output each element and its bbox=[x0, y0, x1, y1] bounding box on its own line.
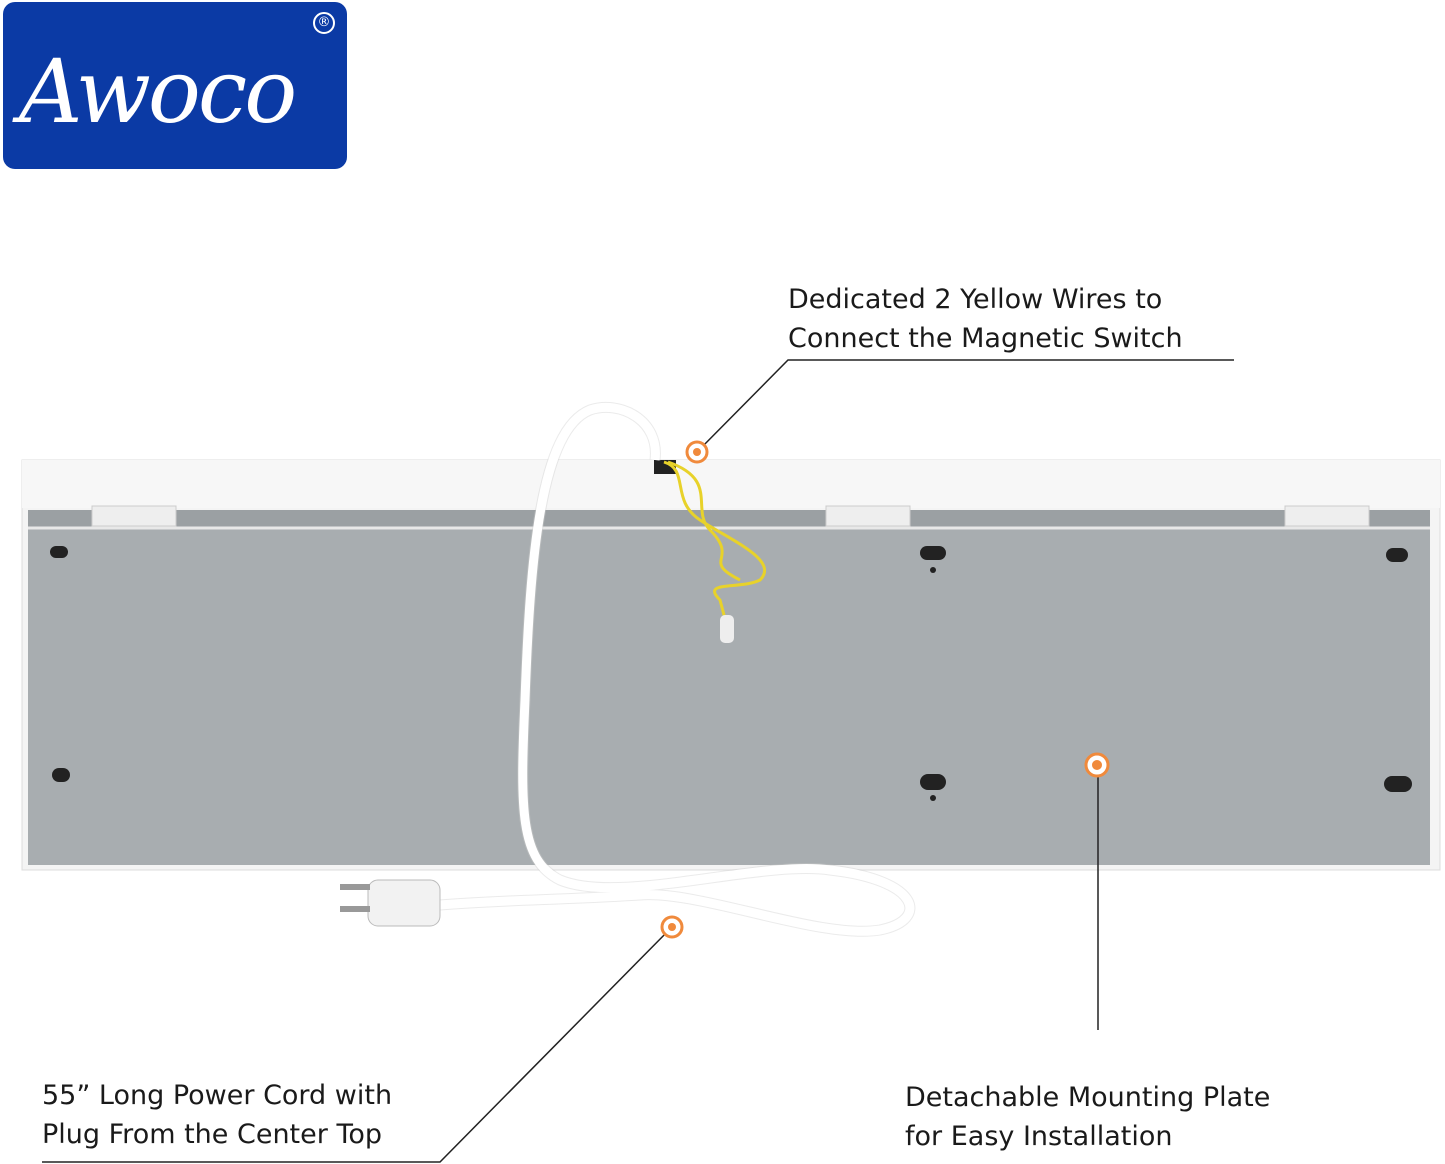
callout-mounting-plate: Detachable Mounting Plate for Easy Insta… bbox=[905, 1078, 1270, 1156]
brand-name: Awoco bbox=[19, 40, 297, 143]
clip bbox=[91, 505, 177, 527]
top-band bbox=[22, 460, 1440, 508]
mounting-plate bbox=[28, 510, 1430, 865]
plug bbox=[367, 879, 441, 927]
brand-logo: Awoco ® bbox=[3, 2, 347, 169]
clip bbox=[825, 505, 911, 527]
power-cord bbox=[439, 402, 915, 936]
mounting-slots bbox=[50, 546, 1412, 801]
callout-line: 55” Long Power Cord with bbox=[42, 1080, 393, 1111]
yellow-wires bbox=[663, 460, 766, 631]
callout-marker-icons bbox=[660, 440, 1110, 939]
callout-line: Dedicated 2 Yellow Wires to bbox=[788, 284, 1163, 315]
callout-line: Connect the Magnetic Switch bbox=[788, 323, 1183, 354]
callout-line: Detachable Mounting Plate bbox=[905, 1082, 1271, 1113]
callout-line: for Easy Installation bbox=[905, 1121, 1173, 1152]
callout-yellow-wires: Dedicated 2 Yellow Wires to Connect the … bbox=[788, 280, 1183, 358]
registered-mark: ® bbox=[313, 12, 335, 34]
callout-line: Plug From the Center Top bbox=[42, 1119, 383, 1150]
callout-power-cord: 55” Long Power Cord with Plug From the C… bbox=[42, 1076, 392, 1154]
clip bbox=[1284, 505, 1370, 527]
